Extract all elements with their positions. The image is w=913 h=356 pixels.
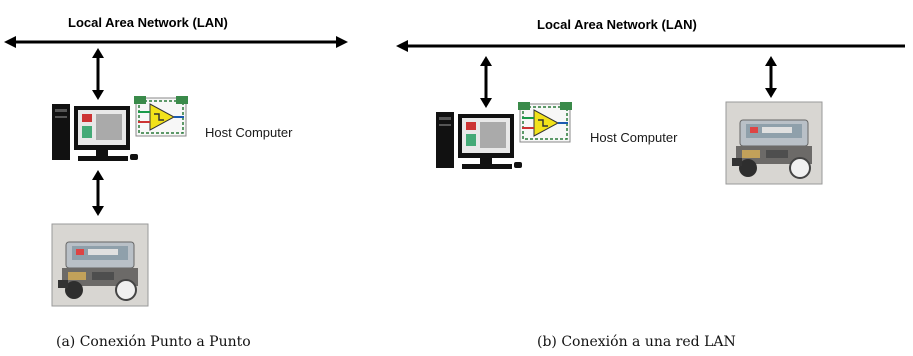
- arrow-host-to-robot-a: [92, 170, 104, 216]
- computer-icon-a: [52, 104, 138, 161]
- arrow-lan-to-host-b: [480, 56, 492, 108]
- host-label-b: Host Computer: [590, 130, 678, 145]
- robot-icon-b: [725, 101, 823, 185]
- lan-label-a: Local Area Network (LAN): [68, 15, 228, 30]
- computer-icon-b: [436, 112, 522, 169]
- caption-b: (b) Conexión a una red LAN: [537, 334, 736, 350]
- robot-icon-a: [51, 223, 149, 307]
- host-label-a: Host Computer: [205, 125, 293, 140]
- arrow-lan-to-robot-b: [765, 56, 777, 98]
- lan-label-b: Local Area Network (LAN): [537, 17, 697, 32]
- arrow-lan-to-host-a: [92, 48, 104, 100]
- lan-line-a: [4, 36, 348, 48]
- caption-a: (a) Conexión Punto a Punto: [56, 334, 251, 350]
- lan-line-b: [396, 40, 905, 52]
- labview-icon-a: [133, 95, 189, 137]
- labview-icon-b: [517, 101, 573, 143]
